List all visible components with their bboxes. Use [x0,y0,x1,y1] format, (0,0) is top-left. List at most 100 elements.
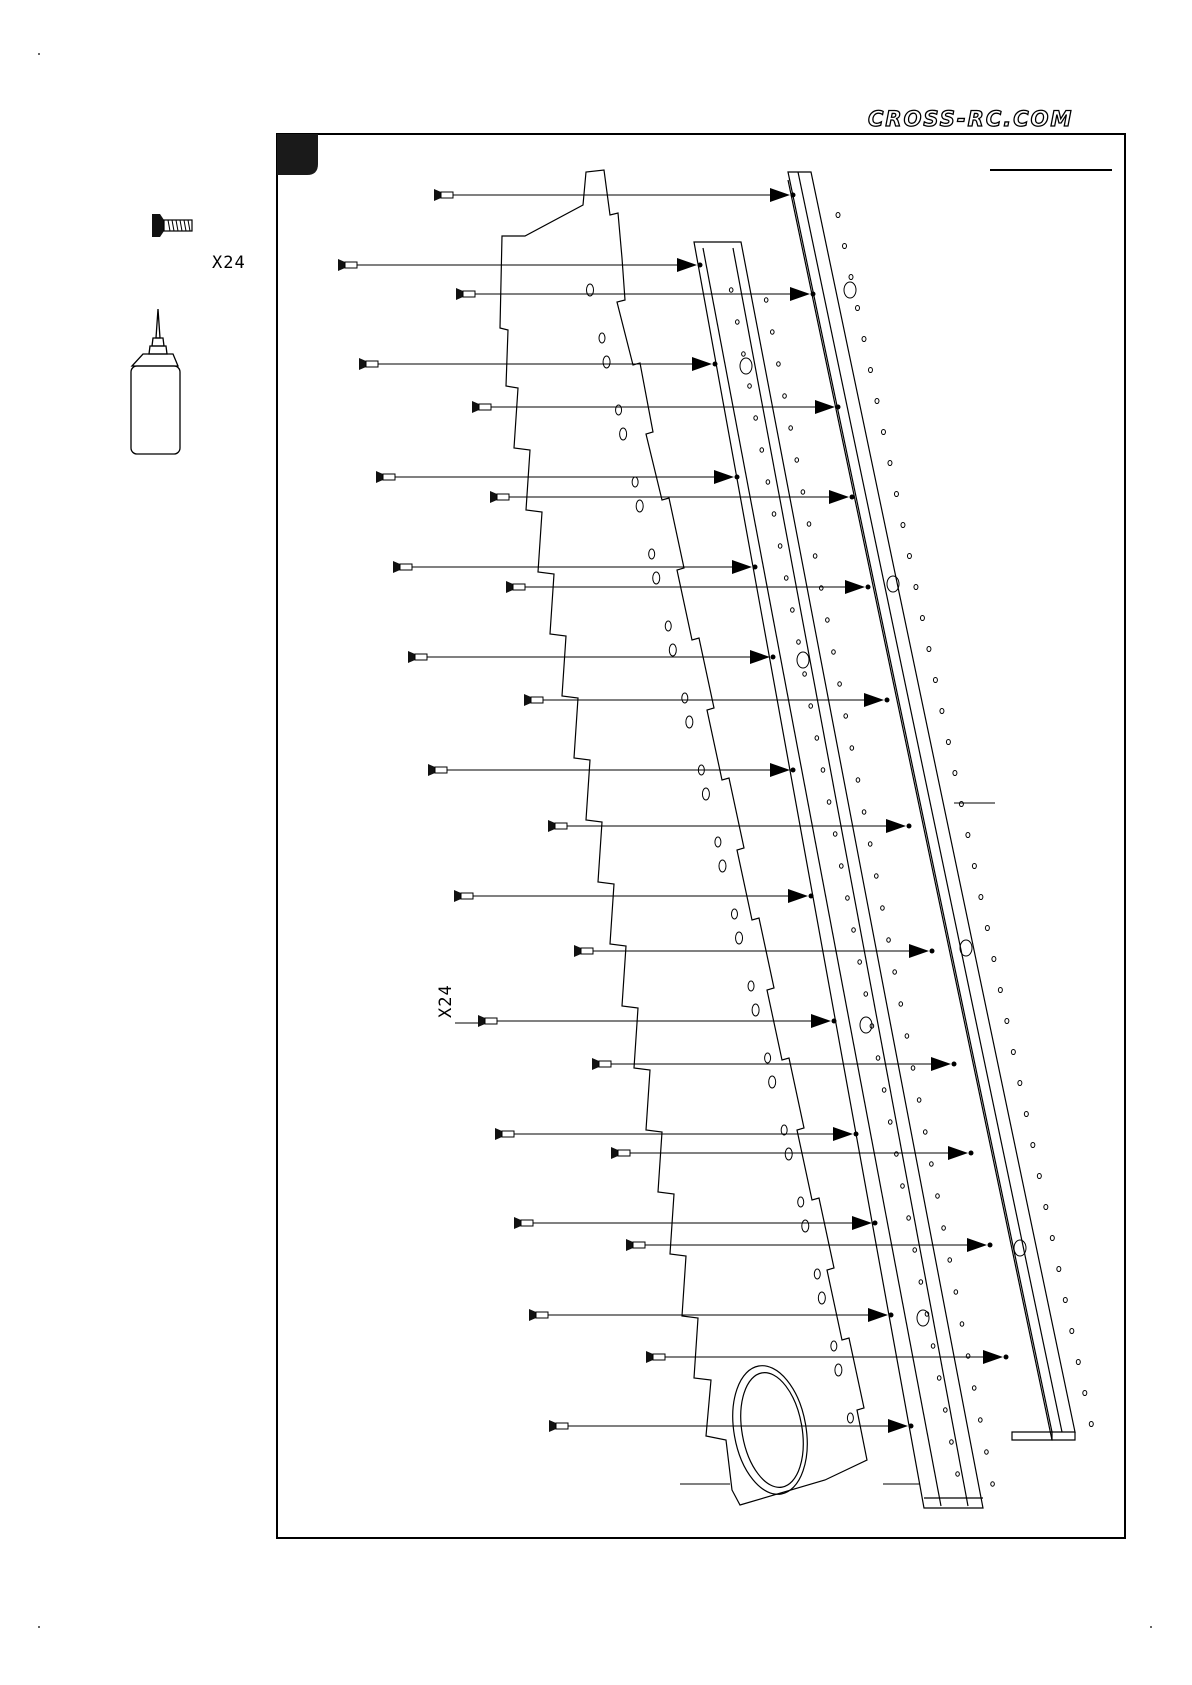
mounting-hole [1044,1205,1048,1210]
mounting-hole [940,709,944,714]
mounting-hole [856,778,860,782]
mounting-hole [864,992,868,996]
mounting-hole [784,576,788,580]
countersunk-screw-icon [152,214,192,237]
mounting-hole [1024,1112,1028,1117]
screw-rows [338,188,1009,1433]
screw-arrow-row [506,580,871,594]
mounting-hole [821,768,825,772]
mounting-hole [801,490,805,494]
mounting-hole [894,492,898,497]
mounting-hole [840,864,844,868]
mounting-hole [948,1258,952,1262]
quantity-label: X24 [212,253,246,273]
step-corner-badge-icon [277,134,318,175]
mounting-hole [846,896,850,900]
mounting-hole [1063,1298,1067,1303]
mounting-hole [998,988,1002,993]
step-frame [277,134,1125,1538]
mounting-hole [1037,1174,1041,1179]
countersunk-screw-icon [592,1058,599,1070]
mounting-hole [844,714,848,718]
mounting-hole [769,1076,776,1088]
countersunk-screw-icon [490,491,497,503]
countersunk-screw-icon [359,358,366,370]
mounting-hole [740,358,752,374]
mounting-hole [959,802,963,807]
mounting-hole [653,572,660,584]
mounting-hole [931,1344,935,1348]
mounting-hole [881,906,885,910]
mounting-hole [835,1364,842,1376]
mounting-hole [868,368,872,373]
mounting-hole [599,333,605,343]
mounting-hole [669,644,676,656]
countersunk-screw-icon [548,820,555,832]
mounting-hole [923,1130,927,1134]
mounting-hole [901,1184,905,1188]
mounting-hole [818,1292,825,1304]
mounting-hole [950,1440,954,1444]
mounting-hole [933,678,937,683]
countersunk-screw-icon [478,1015,485,1027]
mounting-hole [972,864,976,869]
mounting-hole [785,1148,792,1160]
mounting-hole [715,837,721,847]
mounting-hole [985,1450,989,1454]
mounting-hole [719,860,726,872]
screw-arrow-row [359,357,718,371]
mounting-hole [1011,1050,1015,1055]
mounting-hole [1057,1267,1061,1272]
mounting-hole [832,650,836,654]
mounting-hole [875,874,879,878]
mounting-hole [888,1120,892,1124]
mounting-hole [838,682,842,686]
countersunk-screw-icon [456,288,463,300]
mounting-hole [1076,1360,1080,1365]
mounting-hole [729,288,733,292]
mounting-hole [766,480,770,484]
countersunk-screw-icon [393,561,400,573]
screw-arrow-row [338,258,703,272]
mounting-hole [797,640,801,644]
countersunk-screw-icon [408,651,415,663]
mounting-hole [789,426,793,430]
mounting-hole [937,1376,941,1380]
mounting-hole [850,746,854,750]
mounting-hole [702,788,709,800]
mounting-hole [682,693,688,703]
mounting-hole [735,320,739,324]
mounting-hole [911,1066,915,1070]
mounting-hole [636,500,643,512]
mounting-hole [956,1472,960,1476]
mounting-hole [798,1197,804,1207]
mounting-hole [917,1098,921,1102]
screw-arrow-row [376,470,740,484]
callout-quantity-label: X24 [436,984,456,1018]
threadlocker-bottle-icon [131,309,180,454]
screw-arrow-row [495,1127,859,1141]
mounting-hole [985,926,989,931]
mounting-hole [620,428,627,440]
countersunk-screw-icon [646,1351,653,1363]
mounting-hole [944,1408,948,1412]
mounting-hole [665,621,671,631]
mounting-hole [930,1162,934,1166]
mounting-hole [882,1088,886,1092]
screw-arrow-row [428,763,796,777]
countersunk-screw-icon [434,189,441,201]
mounting-hole [748,981,754,991]
mounting-hole [819,586,823,590]
mounting-hole [1031,1143,1035,1148]
mounting-hole [843,244,847,249]
mounting-hole [778,544,782,548]
countersunk-screw-icon [611,1147,618,1159]
mounting-hole [991,1482,995,1486]
mounting-hole [914,585,918,590]
mounting-hole [833,832,837,836]
mounting-hole [855,306,859,311]
countersunk-screw-icon [524,694,531,706]
mounting-hole [826,618,830,622]
mounting-hole [899,1002,903,1006]
